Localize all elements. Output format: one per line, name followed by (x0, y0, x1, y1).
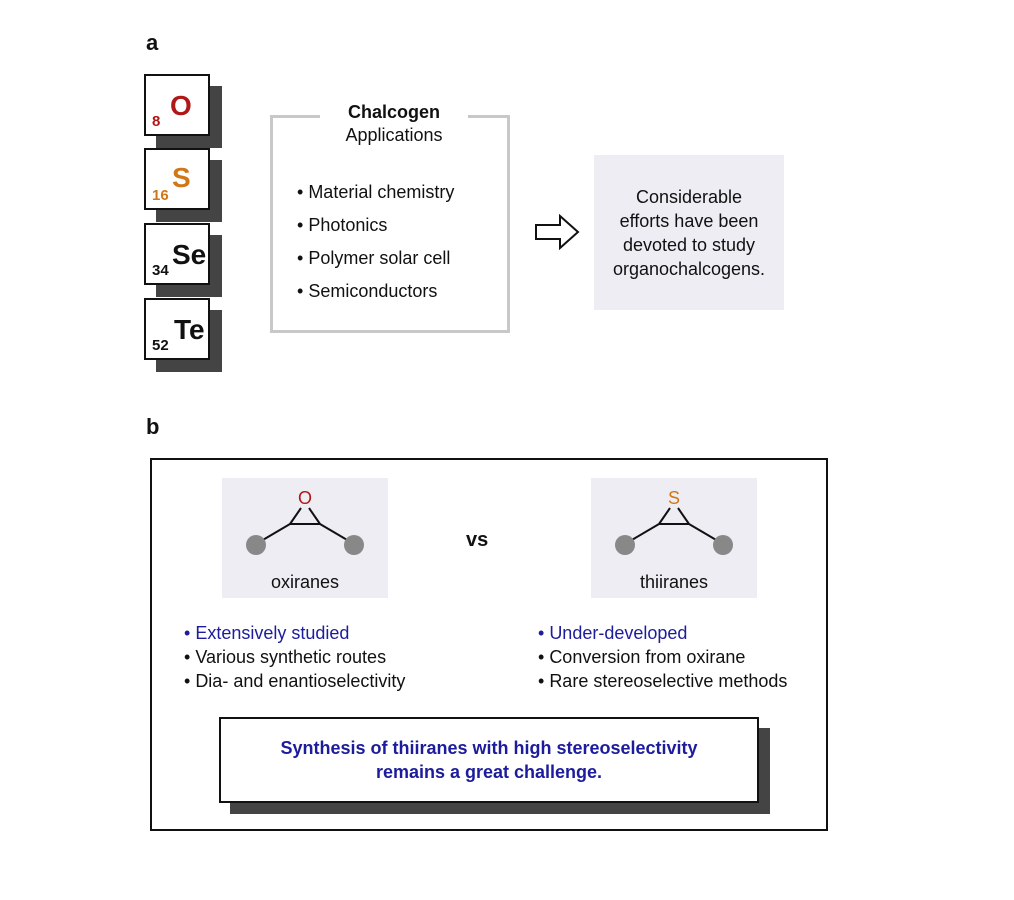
list-item: • Various synthetic routes (184, 647, 387, 667)
element-symbol: Se (172, 239, 207, 270)
list-item: • Under-developed (538, 623, 688, 643)
thiirane-ring-icon: S (615, 488, 733, 555)
list-item: • Material chemistry (297, 182, 455, 202)
applications-heading: Chalcogen Applications (320, 100, 468, 146)
list-item: • Conversion from oxirane (538, 647, 746, 667)
element-tile-oxygen: 8 O (144, 74, 222, 148)
element-symbol: Te (174, 314, 205, 345)
vs-label: vs (466, 529, 489, 551)
molecule-name: thiiranes (639, 572, 709, 592)
element-tile-selenium: 34 Se (144, 223, 222, 297)
oxirane-points: • Extensively studied • Various syntheti… (184, 621, 405, 693)
conclusion-box: Synthesis of thiiranes with high stereos… (219, 717, 759, 803)
list-item: • Dia- and enantioselectivity (184, 671, 406, 691)
element-symbol: O (170, 90, 192, 121)
list-item: • Extensively studied (184, 623, 350, 643)
conclusion-line: Synthesis of thiiranes with high stereos… (280, 738, 698, 758)
element-symbol: S (172, 162, 191, 193)
atomic-number: 8 (152, 113, 161, 130)
heteroatom-label: O (298, 488, 312, 508)
list-item: • Photonics (297, 215, 388, 235)
atomic-number: 52 (152, 337, 169, 354)
element-tile-tellurium: 52 Te (144, 298, 222, 372)
panel-a-label: a (146, 30, 159, 55)
atomic-number: 34 (152, 262, 169, 279)
thiirane-points: • Under-developed • Conversion from oxir… (538, 621, 787, 693)
element-tile-sulfur: 16 S (144, 148, 222, 222)
effort-line: efforts have been (619, 210, 759, 231)
effort-line: Considerable (635, 186, 743, 207)
atomic-number: 16 (152, 187, 169, 204)
list-item: • Semiconductors (297, 281, 438, 301)
applications-title: Chalcogen (347, 102, 440, 122)
thiirane-structure: S thiiranes (591, 478, 757, 598)
list-item: • Rare stereoselective methods (538, 671, 788, 691)
heteroatom-label: S (668, 488, 680, 508)
molecule-name: oxiranes (270, 572, 340, 592)
effort-line: devoted to study (622, 234, 756, 255)
applications-subtitle: Applications (345, 125, 443, 145)
conclusion-line: remains a great challenge. (375, 762, 603, 782)
comparison-frame (150, 458, 828, 831)
effort-box: Considerable efforts have been devoted t… (594, 155, 784, 310)
panel-b-label: b (146, 414, 160, 439)
effort-line: organochalcogens. (612, 258, 766, 279)
right-arrow-icon (535, 214, 580, 250)
oxirane-ring-icon: O (246, 488, 364, 555)
oxirane-structure: O oxiranes (222, 478, 388, 598)
list-item: • Polymer solar cell (297, 248, 451, 268)
applications-list: • Material chemistry • Photonics • Polym… (297, 176, 454, 308)
